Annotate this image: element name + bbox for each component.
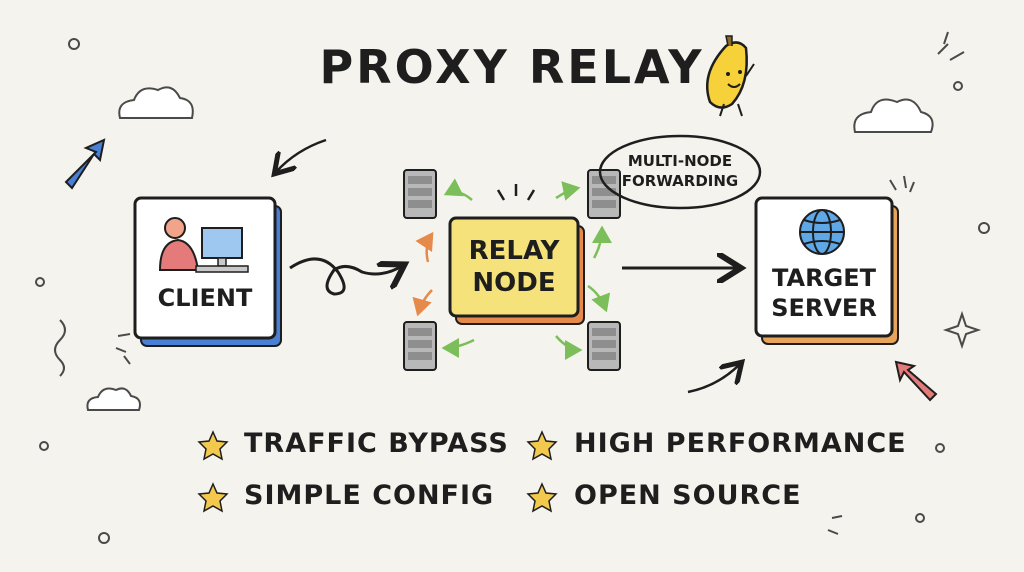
feature-label: HIGH PERFORMANCE [574,428,907,459]
target-server-box [754,196,899,345]
client-label: CLIENT [157,284,253,312]
pink-accent-arrow [894,360,938,402]
callout-ellipse [598,134,762,210]
relay-label-line1: RELAY [468,236,560,266]
server-icon [587,321,621,371]
star-icon [197,482,229,513]
user-computer-icon [158,217,249,273]
curved-arrow [687,364,740,394]
diagram-title: PROXY RELAY [319,40,705,94]
cloud-icon [118,86,194,119]
blue-accent-arrow [64,138,106,190]
target-label-line1: TARGET [771,264,877,292]
relay-label-line2: NODE [472,268,556,298]
server-icon [403,321,437,371]
feature-item: OPEN SOURCE [574,480,802,511]
star-icon [526,430,558,461]
feature-label: TRAFFIC BYPASS [244,428,509,459]
feature-label: SIMPLE CONFIG [244,480,495,511]
callout-line2: FORWARDING [621,172,739,190]
curved-arrow [276,138,327,172]
forward-arrows [412,178,612,360]
server-icon [587,169,621,219]
feature-label: OPEN SOURCE [574,480,802,511]
relay-burst-marks [496,184,536,201]
callout-line1: MULTI-NODE [627,152,733,170]
feature-item: HIGH PERFORMANCE [574,428,907,459]
relay-node-box [448,216,585,325]
cloud-icon [86,387,141,411]
feature-item: TRAFFIC BYPASS [244,428,509,459]
star-icon [526,482,558,513]
star-icon [197,430,229,461]
target-label-line2: SERVER [771,294,877,322]
server-icon [403,169,437,219]
squiggle-arrow [289,257,402,296]
doodle-marks [35,31,990,544]
cloud-icon [853,98,934,133]
feature-item: SIMPLE CONFIG [244,480,494,511]
globe-icon [799,209,845,255]
banana-mascot-icon [706,35,755,117]
